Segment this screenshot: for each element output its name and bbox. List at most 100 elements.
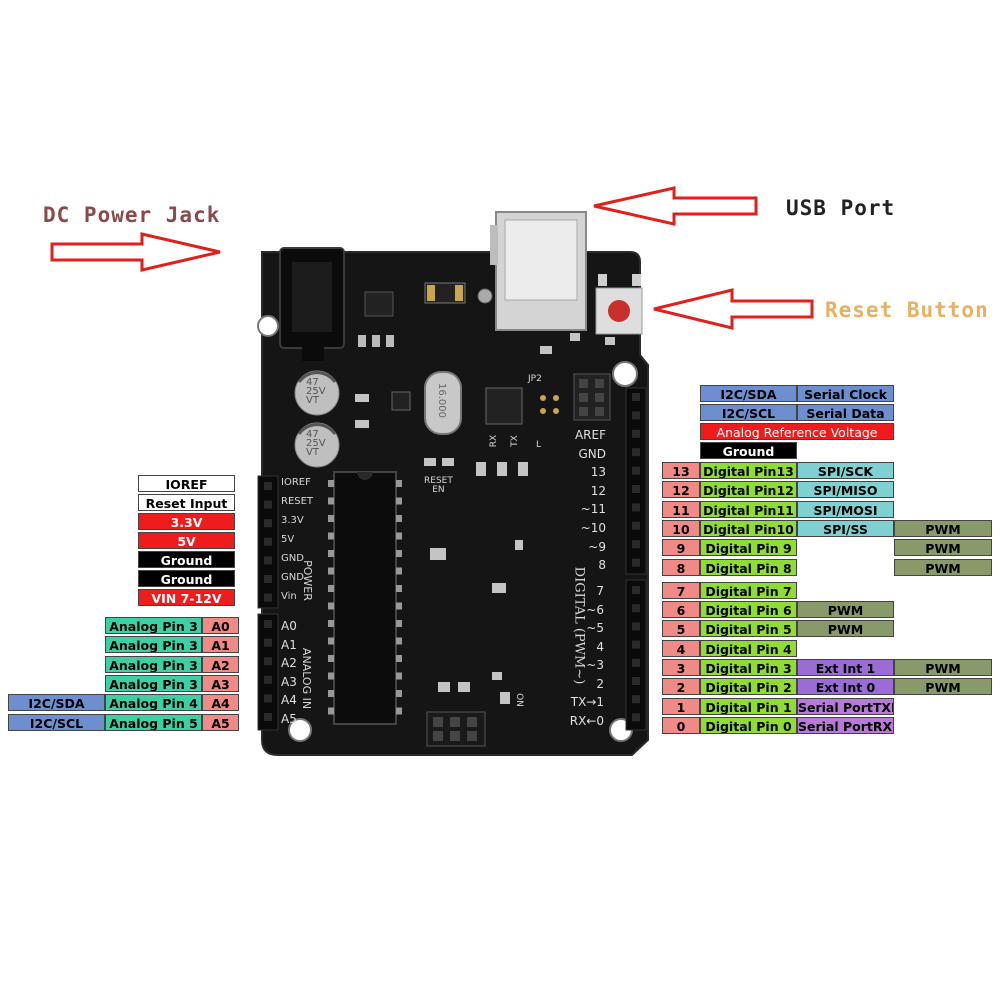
icsp-pin: [579, 379, 588, 388]
chip-leg: [328, 707, 334, 715]
digital-name-label: Digital Pin 1: [700, 697, 797, 715]
header-hole: [632, 521, 640, 530]
header-hole: [264, 620, 272, 628]
power-silk-label: 3.3V: [281, 515, 304, 526]
power-silk-label: RESET: [281, 496, 314, 507]
digital-silk-label: AREF: [574, 428, 606, 442]
chip-leg: [328, 672, 334, 680]
digital-silk-label: ~10: [580, 521, 606, 535]
digital-silk-label: 7: [596, 584, 604, 598]
dc-jack-arrow: [50, 232, 221, 272]
mount-hole: [288, 718, 312, 742]
analog-pin-label: A3: [202, 674, 239, 692]
header-hole: [632, 429, 640, 438]
header-hole: [264, 675, 272, 684]
chip-leg: [396, 497, 402, 505]
header-hole: [632, 677, 640, 685]
digital-func-label: SPI/SS: [797, 519, 894, 537]
aref-label: Analog Reference Voltage: [700, 423, 894, 440]
analog-pin-label: A5: [202, 713, 239, 731]
chip-leg: [396, 480, 402, 487]
digital-num-label: 1: [662, 697, 700, 715]
digital-func-label: SPI/SCK: [797, 462, 894, 479]
digital-num-label: 10: [662, 519, 700, 537]
usb-chip: [485, 387, 523, 425]
header-hole: [632, 713, 640, 722]
crystal-mark: 16.000: [436, 383, 447, 418]
icsp-pin: [467, 731, 477, 741]
digital-pwm-label: PWM: [894, 539, 992, 557]
header-hole: [632, 695, 640, 704]
reset-en-mark: RESET EN: [424, 476, 453, 495]
fuse: [424, 282, 466, 304]
header-hole: [264, 519, 272, 528]
silk-label: A5: [281, 712, 297, 726]
chip-leg: [328, 550, 334, 557]
reset-button-arrow: [653, 288, 814, 330]
analog-name-label: Analog Pin 3: [105, 617, 202, 634]
digital-pwm-label: PWM: [894, 678, 992, 696]
digital-silk-label: 2: [596, 676, 604, 691]
right-header: [625, 387, 647, 731]
digital-silk-label: 8: [598, 558, 606, 573]
atmega-chip: [333, 471, 397, 725]
chip-leg: [396, 672, 402, 680]
digital-name-label: Digital Pin 5: [700, 620, 797, 638]
header-hole: [264, 713, 272, 721]
header-hole: [632, 393, 640, 401]
chip-leg: [396, 567, 402, 575]
gnd-label: Ground: [700, 442, 797, 459]
chip-leg: [396, 655, 402, 662]
power-label: 3.3V: [138, 513, 235, 530]
silk-label: A3: [281, 674, 297, 689]
analog-title: ANALOG IN: [300, 647, 314, 710]
digital-func-label: SPI/MOSI: [797, 500, 894, 518]
header-hole: [632, 540, 640, 549]
icsp-pin: [595, 407, 604, 416]
digital-func-label: Serial PortRXD: [797, 716, 894, 734]
analog-pin-label: A1: [202, 636, 239, 654]
analog-i2c-label: I2C/SCL: [8, 713, 105, 731]
silk-label: A1: [281, 637, 297, 652]
power-label: Reset Input: [138, 494, 235, 511]
digital-silk-label: ~9: [588, 539, 606, 554]
digital-pwm-label: PWM: [894, 519, 992, 537]
digital-name-label: Digital Pin 9: [700, 539, 797, 557]
digital-num-label: 5: [662, 620, 700, 638]
header-hole: [632, 448, 640, 457]
analog-pin-label: A2: [202, 655, 239, 673]
chip-leg: [396, 620, 402, 627]
capacitor-1: [294, 370, 340, 416]
analog-name-label: Analog Pin 3: [105, 674, 202, 692]
header-hole: [632, 558, 640, 567]
usb-port: [477, 211, 587, 331]
analog-name-label: Analog Pin 3: [105, 655, 202, 673]
header-hole: [632, 640, 640, 649]
digital-silk-label: ~3: [586, 658, 604, 672]
digital-num-label: 4: [662, 639, 700, 657]
digital-num-label: 0: [662, 716, 700, 734]
digital-silk-label: RX←0: [569, 713, 604, 728]
crystal: [424, 371, 462, 435]
analog-name-label: Analog Pin 3: [105, 636, 202, 654]
power-silk-label: 5V: [281, 534, 295, 545]
digital-name-label: Digital Pin 2: [700, 678, 797, 696]
chip-leg: [328, 515, 334, 522]
digital-name-label: Digital Pin 7: [700, 581, 797, 599]
smd-parts: [355, 333, 615, 704]
usb-port-callout: USB Port: [786, 196, 896, 220]
digital-name-label: Digital Pin 8: [700, 558, 797, 576]
digital-func-label: PWM: [797, 601, 894, 619]
header-hole: [264, 638, 272, 647]
digital-name-label: Digital Pin 3: [700, 659, 797, 676]
reset-button-callout: Reset Button: [825, 298, 989, 322]
l-mark: L: [536, 440, 542, 450]
digital-name-label: Digital Pin 6: [700, 601, 797, 619]
digital-silk-label: GND: [578, 446, 606, 461]
chip-leg: [396, 690, 402, 697]
tx-mark: TX: [509, 435, 520, 447]
digital-name-label: Digital Pin11: [700, 500, 797, 518]
i2c-label: I2C/SDA: [700, 385, 797, 402]
usb-port-arrow: [593, 186, 758, 226]
